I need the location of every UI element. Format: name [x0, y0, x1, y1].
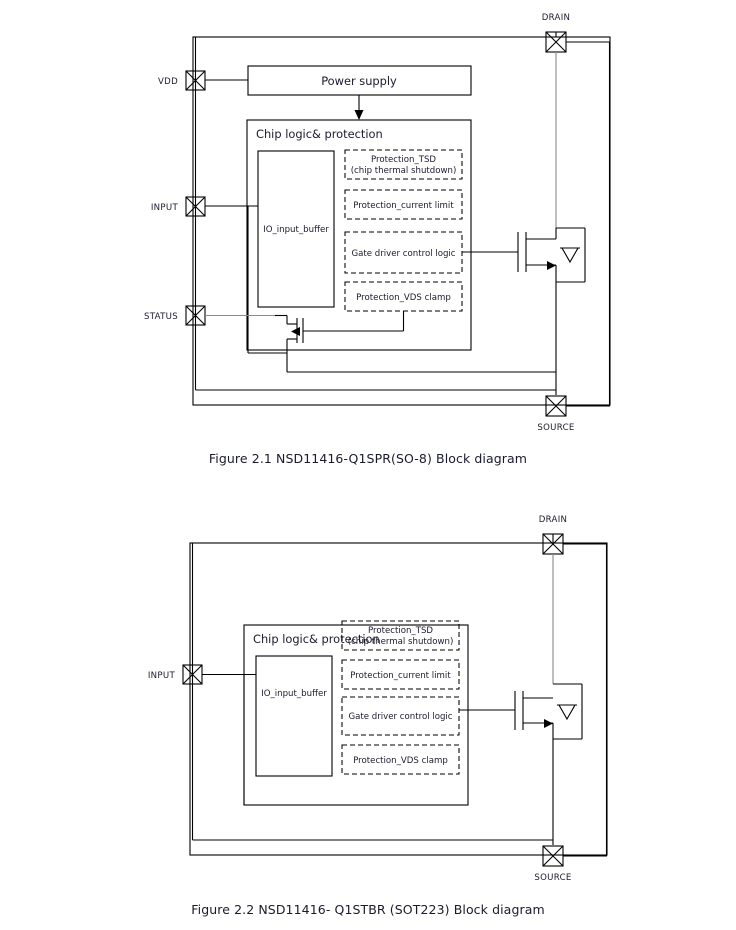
protection-vds-clamp-label: Protection_VDS clamp [353, 756, 448, 766]
figure-2-2-block-diagram: DRAIN Chip logic& protection IO_input_bu… [0, 488, 736, 930]
block-chip-logic-protection: Chip logic& protection [246, 119, 472, 351]
block-gate-driver-control-logic: Gate driver control logic [341, 696, 460, 736]
io-input-buffer-box [255, 655, 333, 777]
pin-input[interactable]: INPUT [148, 664, 203, 685]
block-power-supply: Power supply [247, 65, 472, 96]
figure-2-1-block-diagram: DRAIN VDD Power supply [144, 13, 611, 433]
pin-label-source: SOURCE [534, 873, 571, 883]
protection-vds-clamp-box [341, 744, 460, 775]
block-protection-tsd: Protection_TSD (chip thermal shutdown) [344, 149, 463, 180]
body-diode-triangle [558, 704, 576, 721]
protection-current-limit-label: Protection_current limit [353, 201, 454, 211]
gate-driver-label: Gate driver control logic [348, 712, 452, 722]
pin-label-drain: DRAIN [542, 13, 571, 23]
block-protection-vds-clamp: Protection_VDS clamp [341, 744, 460, 775]
chip-logic-label: Chip logic& protection [256, 127, 383, 141]
figure-2-2-caption: Figure 2.2 NSD11416- Q1STBR (SOT223) Blo… [191, 902, 545, 917]
protection-current-limit-label: Protection_current limit [350, 671, 451, 681]
pin-label-vdd: VDD [158, 77, 178, 87]
block-protection-vds-clamp: Protection_VDS clamp [344, 281, 463, 312]
protection-tsd-sublabel: (chip thermal shutdown) [351, 166, 457, 176]
figure-2-1-caption: Figure 2.1 NSD11416-Q1SPR(SO-8) Block di… [208, 451, 528, 466]
io-input-buffer-box [257, 150, 335, 308]
chip-outline [189, 542, 608, 856]
block-io-input-buffer: IO_input_buffer [257, 150, 335, 308]
device-status-nmos [286, 315, 404, 358]
protection-tsd-label: Protection_TSD [368, 626, 433, 636]
device-power-nmos [462, 227, 586, 395]
io-input-buffer-label: IO_input_buffer [261, 689, 327, 699]
block-protection-current-limit: Protection_current limit [341, 659, 460, 690]
gate-driver-label: Gate driver control logic [351, 249, 455, 259]
pin-drain[interactable]: DRAIN [539, 515, 568, 555]
pin-label-input: INPUT [151, 203, 179, 213]
io-input-buffer-label: IO_input_buffer [263, 225, 329, 235]
pin-label-drain: DRAIN [539, 515, 568, 525]
block-io-input-buffer: IO_input_buffer [255, 655, 333, 777]
protection-vds-clamp-label: Protection_VDS clamp [356, 293, 451, 303]
block-gate-driver-control-logic: Gate driver control logic [344, 231, 463, 274]
pin-drain[interactable]: DRAIN [542, 13, 571, 53]
pin-label-source: SOURCE [537, 423, 574, 433]
chip-logic-box [246, 119, 472, 351]
protection-tsd-label: Protection_TSD [371, 155, 436, 165]
pin-source[interactable]: SOURCE [534, 845, 571, 883]
protection-tsd-sublabel: (chip thermal shutdown) [348, 637, 454, 647]
protection-tsd-box [344, 149, 463, 180]
protection-tsd-box [341, 620, 460, 651]
body-diode-triangle [561, 247, 579, 264]
pin-vdd[interactable]: VDD [158, 70, 206, 91]
pin-label-input: INPUT [148, 671, 176, 681]
device-power-nmos [459, 683, 583, 845]
gate-driver-box [341, 696, 460, 736]
pin-input[interactable]: INPUT [151, 196, 206, 217]
pin-source[interactable]: SOURCE [537, 395, 574, 433]
pin-label-status: STATUS [144, 312, 178, 322]
power-supply-label: Power supply [321, 74, 397, 88]
power-supply-arrow-head [354, 110, 364, 120]
block-protection-tsd: Protection_TSD (chip thermal shutdown) [341, 620, 460, 651]
protection-current-limit-box [341, 659, 460, 690]
block-protection-current-limit: Protection_current limit [344, 189, 463, 220]
chip-logic-label: Chip logic& protection [253, 632, 380, 646]
protection-current-limit-box [344, 189, 463, 220]
